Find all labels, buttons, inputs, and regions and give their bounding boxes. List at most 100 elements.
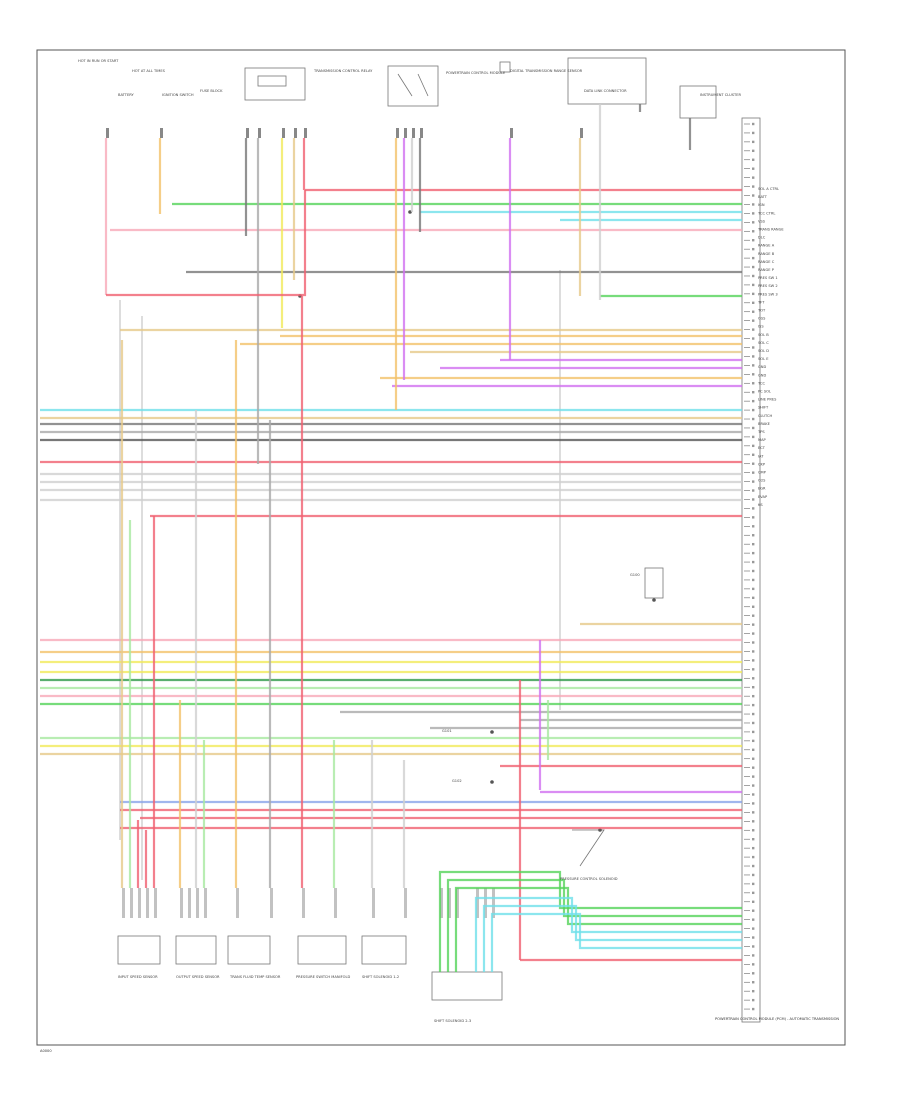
bottom-connector-pin xyxy=(492,888,495,918)
bottom-connector-pin xyxy=(456,888,459,918)
pcm-pin-marker xyxy=(752,775,755,778)
pcm-pin-marker xyxy=(752,525,755,528)
bottom-connector-pin xyxy=(448,888,451,918)
pcm-pin-marker xyxy=(752,641,755,644)
bottom-connector-pin xyxy=(302,888,305,918)
pcm-pin-marker xyxy=(752,256,755,260)
pcm-pin-label: OSS xyxy=(758,317,766,321)
splice-symbol xyxy=(572,829,605,867)
pcm-pin-marker xyxy=(752,972,755,975)
pcm-pin-marker xyxy=(752,212,755,215)
wire-red-loop xyxy=(106,190,307,297)
wires-layer xyxy=(40,104,742,972)
pcm-pin-label: CLUTCH xyxy=(758,414,772,418)
pcm-pin-label: EVAP xyxy=(758,495,768,499)
pcm-pin-marker xyxy=(752,319,755,322)
pcm-pin-marker xyxy=(752,498,755,501)
pcm-pin-marker xyxy=(752,793,755,796)
pcm-pin-marker xyxy=(752,239,755,242)
pcm-pin-marker xyxy=(752,587,755,591)
connector-pin xyxy=(304,128,307,138)
pcm-pin-marker xyxy=(752,757,755,760)
pcm-pin-marker xyxy=(752,542,755,546)
bottom-component-label: OUTPUT SPEED SENSOR xyxy=(176,975,220,979)
pcm-pin-marker xyxy=(752,471,755,474)
bottom-connector-pin xyxy=(122,888,125,918)
pcm-pin-label: PRES SW 1 xyxy=(758,276,778,280)
bottom-connector-pin xyxy=(440,888,443,918)
pcm-pin-marker xyxy=(752,882,755,886)
transmission-control-relay xyxy=(244,67,306,101)
pcm-pin-marker xyxy=(752,632,755,635)
connector-pin xyxy=(420,128,423,138)
components-layer xyxy=(106,57,761,1023)
pcm-pin-marker xyxy=(752,864,755,868)
bottom-component-body xyxy=(117,935,161,965)
pcm-pin-marker xyxy=(752,686,755,689)
pcm-pin-label: ECT xyxy=(758,446,766,450)
pcm-pin-marker xyxy=(752,399,755,403)
pcm-pin-label: TPS xyxy=(757,430,765,434)
wire-solenoid-bundle xyxy=(438,870,742,972)
header-label: TRANSMISSION CONTROL RELAY xyxy=(313,69,373,73)
pcm-pin-label: VSS xyxy=(758,219,766,223)
bottom-component-body xyxy=(227,935,271,965)
pcm-pin-marker xyxy=(752,998,755,1002)
bottom-connector-pin xyxy=(404,888,407,918)
pcm-pin-marker xyxy=(752,158,755,161)
connector-pin xyxy=(258,128,261,138)
header-label: INSTRUMENT CLUSTER xyxy=(700,93,741,97)
pcm-pin-marker xyxy=(752,292,755,296)
pcm-pin-marker xyxy=(752,462,755,465)
pcm-pin-label: TRANS RANGE xyxy=(757,228,784,232)
bottom-component-label: SHIFT SOLENOID 1-2 xyxy=(362,975,399,979)
pcm-pin-marker xyxy=(752,489,755,492)
pcm-pin-label: PRES SW 2 xyxy=(758,284,778,288)
connector-pin xyxy=(580,128,583,138)
bottom-connector-pin xyxy=(138,888,141,918)
pcm-pin-marker xyxy=(752,668,755,671)
pcm-pin-marker xyxy=(752,265,755,269)
connector-pin xyxy=(396,128,399,138)
pcm-pin-marker xyxy=(752,435,755,439)
pcm-pin-marker xyxy=(752,221,755,224)
ground-label: G100 xyxy=(630,573,640,577)
pcm-pin-marker xyxy=(752,811,755,814)
header-label: IGNITION SWITCH xyxy=(162,93,194,97)
pcm-pin-marker xyxy=(752,989,755,993)
pcm-pin-marker xyxy=(752,909,755,912)
connector-pin xyxy=(160,128,163,138)
pcm-pin-marker xyxy=(752,149,755,153)
pcm-pin-marker xyxy=(752,176,755,179)
header-label: DIGITAL TRANSMISSION RANGE SENSOR xyxy=(510,69,583,73)
pcm-pin-marker xyxy=(752,247,755,251)
bottom-component-body xyxy=(361,935,407,965)
pcm-pin-marker xyxy=(752,677,755,680)
pcm-pin-label: PC SOL xyxy=(758,390,771,394)
pcm-pin-marker xyxy=(752,614,755,617)
pcm-pin-marker xyxy=(752,551,755,555)
pcm-pin-marker xyxy=(752,444,755,448)
connector-pin xyxy=(510,128,513,138)
pcm-pin-label: ISS xyxy=(758,325,764,329)
pcm-pin-marker xyxy=(752,328,755,331)
pcm-pin-label: GND xyxy=(758,373,766,377)
instrument-cluster xyxy=(679,85,717,119)
pcm-pin-label: LINE PRES xyxy=(758,398,777,402)
bottom-component-label: TRANS FLUID TEMP SENSOR xyxy=(229,975,281,979)
pcm-pin-label: BRAKE xyxy=(758,422,771,426)
wire-solenoid-bundle xyxy=(482,904,742,972)
bottom-connector-pin xyxy=(146,888,149,918)
splice-block xyxy=(644,567,664,599)
pcm-pin-marker xyxy=(752,730,755,734)
bottom-connector-pin xyxy=(334,888,337,918)
pcm-pin-label: BATT xyxy=(758,195,768,199)
bottom-connector-pin xyxy=(180,888,183,918)
relay-coil xyxy=(257,75,287,87)
pcm-pin-marker xyxy=(752,891,755,895)
pcm-pin-marker xyxy=(752,480,755,483)
pcm-pin-marker xyxy=(752,337,755,340)
pcm-pin-label: CKP xyxy=(758,462,766,466)
